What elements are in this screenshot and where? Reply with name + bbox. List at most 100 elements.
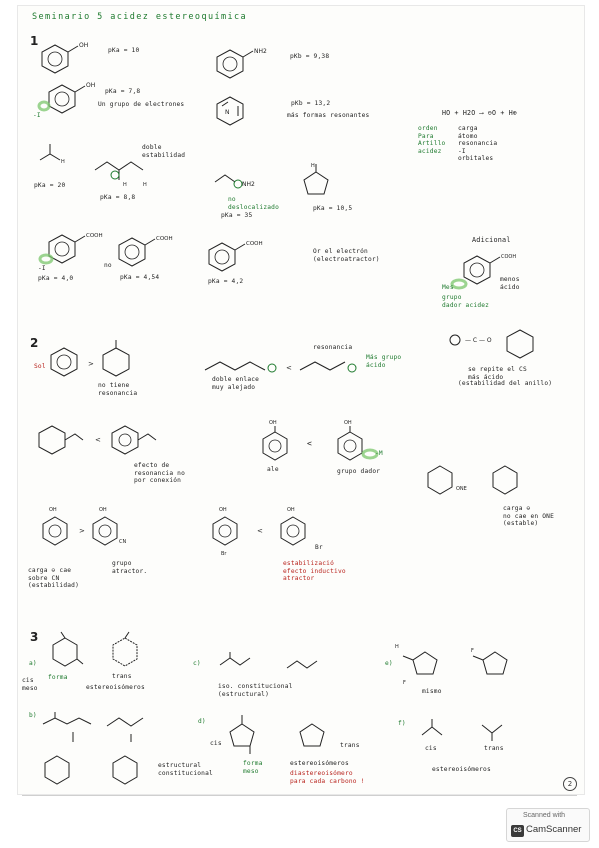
svg-text:NH2: NH2 <box>242 181 255 188</box>
double-bond-far: doble enlace muy alejado <box>212 376 260 391</box>
svg-text:<: < <box>257 527 263 535</box>
cis-label-d: cis <box>210 740 222 747</box>
svg-text:OH: OH <box>269 420 277 426</box>
stereoisomers-a: estereoisómeros <box>86 684 145 691</box>
svg-text:<: < <box>95 436 101 444</box>
note-or: Or el electrón (electroatractor) <box>313 248 380 263</box>
pka-alkane: pKa = 20 <box>34 182 66 189</box>
part-b-label: b) <box>29 712 37 719</box>
same-label: mismo <box>422 688 442 695</box>
benzoic-acid-1: COOH <box>40 233 103 275</box>
double-stability: doble estabilidad <box>142 144 186 159</box>
svg-text:F: F <box>471 648 474 654</box>
aniline-structure: NH2 <box>215 48 267 85</box>
svg-text:H: H <box>143 182 147 188</box>
ionization-equation: HO + H2O ⟶ ⊖O + H⊕ <box>442 109 518 117</box>
pka-ewg: pKa = 7,8 <box>105 88 141 95</box>
additional-structure: COOH <box>445 254 516 298</box>
note-stability-ring: (estabilidad del anillo) <box>458 380 553 387</box>
notebook-sheet <box>18 6 584 794</box>
note-eq-right: carga átomo resonancia -I orbitales <box>458 125 498 162</box>
constitutional-isomer: iso. constitucional (estructural) <box>218 683 293 698</box>
part-e-label: e) <box>385 660 393 667</box>
page-number: 2 <box>563 777 577 791</box>
part-c-label: c) <box>193 660 201 667</box>
svg-text:H: H <box>395 644 399 650</box>
pka-4o: pKa = 4,0 <box>38 275 74 282</box>
watermark-top-text: Scanned with <box>523 812 566 819</box>
not-delocalized: no deslocalizado <box>228 196 280 211</box>
cyano-phenols: OH > OH CN <box>35 507 126 550</box>
svg-text:F: F <box>403 680 406 686</box>
note-eq-left: orden Para Artillo acidez <box>418 125 446 155</box>
section-3-number: 3 <box>30 630 39 644</box>
more-acid-group: Más grupo ácido <box>366 354 402 369</box>
structural-constitutional: estructural constitucional <box>158 762 213 777</box>
carbonyl-resonance: — C — O <box>440 322 550 362</box>
label-minus-i: -I <box>33 112 41 119</box>
svg-text:OH: OH <box>219 507 227 513</box>
attractor-group: grupo atractor. <box>112 560 148 575</box>
cyclohexane-pair-a <box>45 630 155 675</box>
svg-text:OH: OH <box>344 420 352 426</box>
trans-label-a: trans <box>112 673 132 680</box>
inductive-stabilization: estabilizació efecto inductivo atractor <box>283 560 346 582</box>
label-no: no <box>104 262 112 269</box>
note-pyrrole: más formas resonantes <box>287 112 370 119</box>
chair-conformations-b <box>35 712 185 787</box>
trans-label-f: trans <box>484 745 504 752</box>
note-repeat: se repite el CS más ácido <box>468 366 527 381</box>
lactam-structure: H <box>296 163 346 202</box>
benzoic-acid-3: COOH <box>200 241 263 280</box>
svg-text:OH: OH <box>287 507 295 513</box>
svg-text:ONE: ONE <box>456 486 467 492</box>
cyclohexene-comparison: > <box>44 340 174 390</box>
charge-left-note: carga ⊖ cae sobre CN (estabilidad) <box>28 567 80 589</box>
acid-carbon-structures: H H H <box>35 140 147 188</box>
forma-label: forma <box>48 674 68 681</box>
label-sol: Sol <box>34 363 46 370</box>
svg-text:OH: OH <box>86 82 95 89</box>
svg-text:CN: CN <box>119 539 126 545</box>
part-f-label: f) <box>398 720 406 727</box>
donor-group: grupo dador <box>337 468 381 475</box>
cyclopentane-pair-d <box>220 712 350 757</box>
pkb-aniline: pKb = 9,38 <box>290 53 330 60</box>
watermark-app-name: CamScanner <box>526 824 582 835</box>
note-acid: menos ácido <box>500 276 520 291</box>
substituted-phenol-structure: OH <box>40 82 95 120</box>
svg-text:>: > <box>79 527 85 535</box>
pka-phenol: pKa = 10 <box>108 47 140 54</box>
svg-text:NH2: NH2 <box>254 48 267 55</box>
pka-42: pKa = 4,2 <box>208 278 244 285</box>
svg-text:H: H <box>123 182 127 188</box>
svg-text:— C — O: — C — O <box>465 337 492 344</box>
mesomeric-label: Mes <box>442 284 454 291</box>
diastereomer-note: diastereoisómero para cada carbono ! <box>290 770 365 785</box>
alkene-pair-f <box>410 715 520 745</box>
part-d-label: d) <box>198 718 206 725</box>
cis-meso-label: cis meso <box>22 677 38 692</box>
section-2-number: 2 <box>30 336 39 350</box>
charge-resonance: ONE <box>420 458 530 503</box>
svg-text:COOH: COOH <box>156 236 173 242</box>
resonance-label: resonancia <box>313 344 353 351</box>
svg-text:OH: OH <box>49 507 57 513</box>
no-resonance: no tiene resonancia <box>98 382 138 397</box>
alkene-comparison: < <box>200 350 390 380</box>
alkane-pair-c <box>215 650 335 675</box>
meso-form-label: forma meso <box>243 760 263 775</box>
camscanner-logo-icon: CS <box>511 825 524 837</box>
stereoisomers-f: estereoisómeros <box>432 766 491 773</box>
svg-text:<: < <box>286 364 292 372</box>
part-a-label: a) <box>29 660 37 667</box>
page-title: Seminario 5 acidez estereoquímica <box>32 12 248 22</box>
note-additional: Adicional <box>472 236 511 244</box>
pka-454: pKa = 4,54 <box>120 274 160 281</box>
mesomeric-sign: -M <box>375 450 383 457</box>
svg-text:COOH: COOH <box>86 233 103 239</box>
camscanner-watermark: Scanned with CS CamScanner <box>506 808 590 842</box>
svg-text:OH: OH <box>99 507 107 513</box>
svg-text:N: N <box>225 109 230 116</box>
